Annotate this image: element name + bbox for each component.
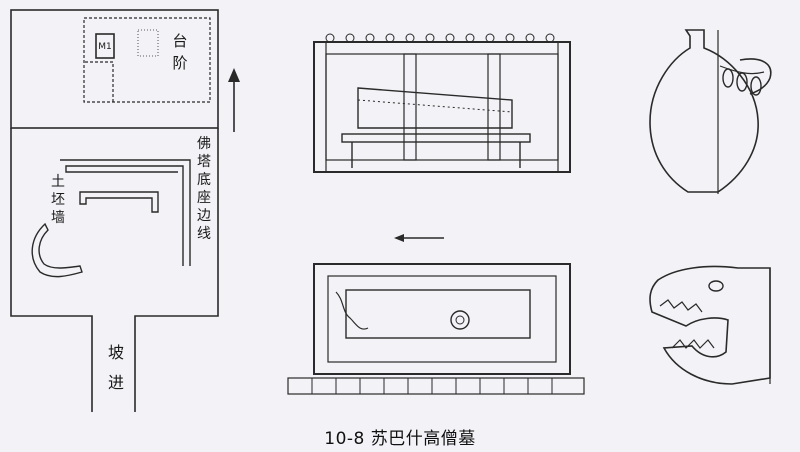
vessel-plan: [450, 310, 470, 330]
jar-body: [649, 29, 759, 193]
tomb-plan-outer: [313, 263, 571, 375]
bier-top: [341, 133, 531, 143]
tomb-section-drawing: [313, 33, 571, 173]
skeleton-remains: [335, 291, 369, 330]
dragon-head-spout-drawing: [649, 265, 771, 385]
upper-courtyard-outline: [10, 9, 219, 129]
direction-arrow: [394, 234, 444, 242]
figure-caption: 10-8 苏巴什高僧墓: [324, 429, 476, 449]
adjacent-faint-square: [137, 29, 159, 57]
section-inner-frame: [325, 53, 559, 161]
pagoda-base-label-2: 塔: [197, 154, 211, 170]
terrace-inner-dashed: [84, 61, 114, 102]
earth-wall-curve: [31, 222, 83, 278]
section-mid-post-2: [487, 53, 501, 161]
pottery-jar-drawing: [649, 29, 772, 194]
tomb-plan-drawing: [287, 263, 585, 395]
earth-wall-inner: [79, 191, 159, 213]
section-mid-post-1: [403, 53, 417, 161]
earth-wall-label-2: 坯: [51, 192, 65, 208]
pagoda-base-label-5: 边: [197, 208, 211, 224]
section-left-post: [313, 41, 327, 173]
section-right-post: [557, 41, 571, 173]
tomb-m1-box: [95, 33, 115, 59]
terrace-label-1: 台: [172, 32, 187, 50]
earth-wall-outer: [65, 165, 184, 266]
jar-handle: [739, 58, 772, 95]
earth-wall-label-3: 墙: [51, 210, 65, 226]
coffin-lid: [357, 87, 513, 129]
tomb-m1-label: M1: [98, 42, 112, 52]
ramp-label-1: 坡: [108, 343, 124, 362]
dragon-upper-teeth: [659, 299, 703, 313]
pagoda-base-outline: [10, 128, 219, 412]
north-arrow-head-icon: [228, 68, 240, 82]
pagoda-base-label-1: 佛: [197, 136, 211, 152]
coffin-lid-dots: [357, 99, 513, 113]
vessel-plan-inner: [455, 315, 465, 325]
brick-row: [287, 377, 585, 395]
section-top-stones: [325, 33, 555, 43]
earth-wall-label-1: 土: [51, 174, 65, 190]
site-plan: M1 台 阶 佛 塔 底 座 边 线 土 坯 墙 坡 进: [10, 9, 240, 412]
dragon-head-outline: [649, 265, 771, 385]
pagoda-base-label-3: 底: [197, 172, 211, 188]
dragon-lower-teeth: [671, 339, 715, 349]
dragon-eye: [708, 280, 724, 292]
terrace-label-2: 阶: [172, 54, 187, 72]
terrace-dashed-boundary: [83, 17, 211, 103]
ramp-label-2: 进: [108, 373, 124, 392]
coffin-plan: [345, 289, 531, 339]
earth-wall-outer-2: [60, 159, 191, 266]
jar-decoration: [719, 65, 765, 96]
tomb-plan-inner: [327, 275, 557, 363]
direction-arrow-head-icon: [394, 234, 404, 242]
pagoda-base-label-6: 线: [197, 226, 211, 242]
pagoda-base-label-4: 座: [197, 190, 211, 206]
